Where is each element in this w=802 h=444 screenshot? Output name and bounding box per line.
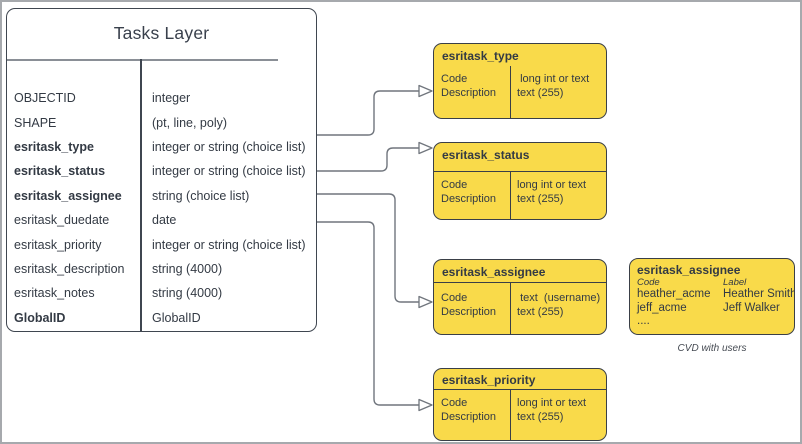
domain-box-title: esritask_priority [434, 369, 606, 390]
cvd-label-header: Label [723, 277, 747, 288]
field-type: integer or string (choice list) [152, 139, 306, 154]
field-name: esritask_duedate [14, 213, 110, 228]
description-label: Description [441, 305, 497, 318]
table-row-esritask-notes: esritask_notes string (4000) [7, 281, 316, 305]
code-label: Code [441, 73, 468, 85]
domain-type-column: text (username)text (255) [511, 283, 606, 334]
description-type: text (255) [517, 305, 564, 318]
field-name: esritask_notes [14, 286, 95, 301]
arrowhead-esritask-status-icon [418, 141, 433, 155]
table-title: Tasks Layer [113, 23, 210, 43]
tasks-layer-table: Tasks Layer OBJECTID integer SHAPE (pt, … [6, 8, 317, 332]
connector-esritask-priority [316, 221, 433, 412]
field-type: string (4000) [152, 261, 223, 276]
field-type: string (choice list) [152, 188, 250, 203]
description-label: Description [441, 86, 497, 99]
connector-esritask-status [316, 141, 433, 172]
domain-box-esritask-status: esritask_status Code Description long in… [433, 142, 607, 220]
code-label: Code [441, 397, 468, 409]
description-type: text (255) [517, 192, 564, 205]
description-label: Description [441, 410, 497, 423]
field-type: integer or string (choice list) [152, 164, 306, 179]
arrowhead-esritask-type-icon [418, 84, 433, 98]
table-row-esritask-duedate: esritask_duedate date [7, 208, 316, 232]
field-type: integer or string (choice list) [152, 237, 306, 252]
cvd-code-value: heather_acme [637, 288, 711, 300]
table-row-esritask-assignee: esritask_assignee string (choice list) [7, 184, 316, 208]
field-name: esritask_status [14, 164, 106, 179]
description-type: text (255) [517, 86, 564, 99]
description-label: Description [441, 192, 497, 205]
description-type: text (255) [517, 410, 564, 423]
table-row-objectid: OBJECTID integer [7, 86, 316, 110]
domain-box-esritask-type: esritask_type Code Description long int … [433, 43, 607, 119]
cvd-caption: CVD with users [677, 343, 747, 354]
cvd-box-title: esritask_assignee [637, 263, 741, 277]
title-underline [7, 59, 278, 61]
field-name: esritask_type [14, 139, 94, 154]
code-type: long int or text [517, 73, 590, 85]
table-row-esritask-status: esritask_status integer or string (choic… [7, 159, 316, 183]
cvd-ellipsis: .... [637, 315, 650, 327]
table-row-esritask-type: esritask_type integer or string (choice … [7, 135, 316, 159]
domain-code-column: Code Description [434, 172, 511, 219]
arrowhead-esritask-priority-icon [418, 398, 433, 412]
cvd-label-value: Jeff Walker [723, 301, 780, 314]
code-type: long int or text [517, 397, 587, 409]
domain-box-title: esritask_assignee [434, 260, 606, 283]
table-row-esritask-priority: esritask_priority integer or string (cho… [7, 232, 316, 256]
table-row-esritask-description: esritask_description string (4000) [7, 257, 316, 281]
code-label: Code [441, 292, 468, 304]
code-type: long int or text [517, 179, 587, 191]
field-type: (pt, line, poly) [152, 115, 228, 130]
domain-box-esritask-assignee: esritask_assignee Code Description text … [433, 259, 607, 335]
field-name: GlobalID [14, 310, 66, 325]
field-type: GlobalID [152, 310, 201, 325]
domain-code-column: Code Description [434, 283, 511, 334]
domain-box-title: esritask_status [434, 143, 606, 172]
cvd-code-header: Code [637, 277, 660, 288]
connector-esritask-assignee [316, 193, 433, 309]
domain-code-column: Code Description [434, 66, 511, 118]
field-type: string (4000) [152, 286, 223, 301]
field-name: OBJECTID [14, 91, 76, 106]
domain-box-title: esritask_type [442, 49, 519, 63]
cvd-label-value: Heather Smith [723, 288, 795, 300]
field-type: integer [152, 91, 191, 106]
field-rows: OBJECTID integer SHAPE (pt, line, poly) … [7, 59, 316, 331]
field-name: esritask_priority [14, 237, 102, 252]
cvd-code-value: jeff_acme [637, 301, 687, 314]
domain-code-column: Code Description [434, 390, 511, 440]
connector-esritask-type [316, 84, 433, 136]
code-label: Code [441, 179, 468, 191]
code-type: text (username) [517, 292, 601, 304]
field-type: date [152, 213, 177, 228]
cvd-box-esritask-assignee: esritask_assignee Code Label heather_acm… [629, 258, 795, 335]
domain-box-esritask-priority: esritask_priority Code Description long … [433, 368, 607, 441]
column-divider [140, 59, 142, 331]
field-name: SHAPE [14, 115, 57, 130]
field-name: esritask_assignee [14, 188, 122, 203]
table-row-globalid: GlobalID GlobalID [7, 306, 316, 330]
arrowhead-esritask-assignee-icon [418, 295, 433, 309]
field-name: esritask_description [14, 261, 125, 276]
table-row-shape: SHAPE (pt, line, poly) [7, 110, 316, 134]
